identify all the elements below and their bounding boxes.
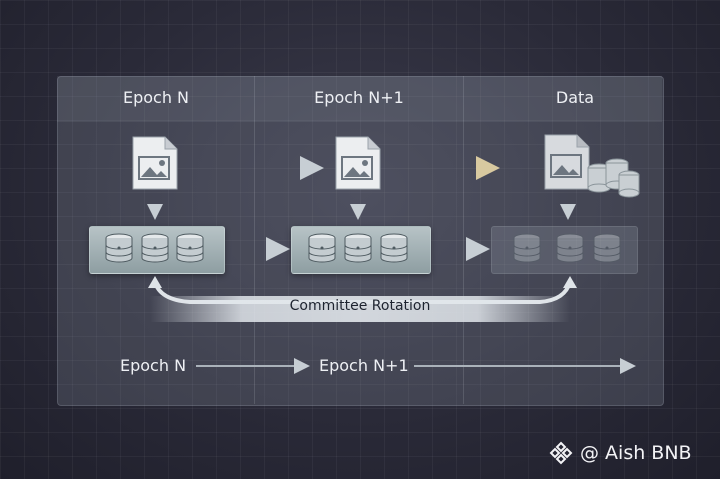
timeline-label-epoch-n1: Epoch N+1 — [319, 356, 409, 375]
document-icon — [132, 136, 178, 190]
document-icon — [335, 136, 381, 190]
rotation-band — [150, 296, 570, 322]
watermark: @ Aish BNB — [548, 440, 692, 466]
column-title-data: Data — [555, 88, 595, 107]
document-with-database-icon — [544, 134, 640, 198]
database-icon — [513, 233, 621, 263]
database-icon — [105, 233, 204, 263]
column-divider — [254, 76, 255, 404]
column-title-epoch-n1: Epoch N+1 — [314, 88, 404, 107]
timeline-label-epoch-n: Epoch N — [120, 356, 187, 375]
header-band — [57, 76, 662, 122]
watermark-text: @ Aish BNB — [580, 442, 692, 464]
committee-rotation-label: Committee Rotation — [289, 298, 431, 314]
column-title-epoch-n: Epoch N — [122, 88, 190, 107]
database-icon — [308, 233, 408, 263]
binance-logo-icon — [549, 441, 573, 465]
column-divider — [463, 76, 464, 404]
